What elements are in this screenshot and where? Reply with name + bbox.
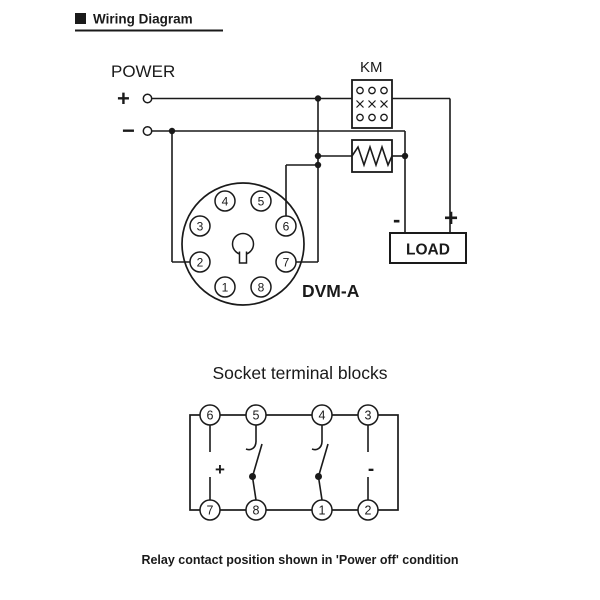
contact-pivot-dot	[315, 473, 322, 480]
junction-dot	[314, 161, 322, 169]
terminal-4: 4	[311, 404, 333, 426]
octal-socket: 4 5 3 6 2 7 1 8 DVM-A	[181, 182, 360, 306]
km-label: KM	[360, 59, 383, 76]
socket-pin-3: 3	[189, 215, 211, 237]
power-minus-terminal	[142, 126, 153, 136]
km-contactor: KM	[351, 59, 393, 173]
power-supply: POWER + −	[111, 62, 175, 143]
junction-dot	[401, 152, 409, 160]
svg-text:2: 2	[197, 256, 204, 270]
contact-pivot-dot	[249, 473, 256, 480]
km-coil-box	[351, 139, 393, 173]
km-contact-column	[380, 86, 388, 122]
junction-dot	[314, 95, 322, 102]
junction-dot	[168, 127, 176, 135]
svg-text:8: 8	[258, 281, 265, 295]
svg-text:4: 4	[319, 409, 326, 423]
svg-text:3: 3	[365, 409, 372, 423]
svg-text:1: 1	[319, 504, 326, 518]
svg-text:7: 7	[283, 256, 290, 270]
svg-text:6: 6	[283, 220, 290, 234]
svg-text:7: 7	[207, 504, 214, 518]
km-contact-column	[368, 86, 376, 122]
block-plus-sign: +	[215, 460, 225, 479]
socket-terminal-blocks: Socket terminal blocks + - 6 5	[141, 363, 458, 567]
power-label: POWER	[111, 62, 175, 81]
km-contact-column	[356, 86, 364, 122]
load: - + LOAD	[389, 205, 467, 264]
relay-contact-arm	[251, 443, 263, 477]
block-minus-sign: -	[368, 459, 374, 480]
svg-text:3: 3	[197, 220, 204, 234]
device-label: DVM-A	[302, 281, 360, 301]
terminal-blocks-title: Socket terminal blocks	[212, 363, 387, 383]
terminal-6: 6	[199, 404, 221, 426]
terminal-5: 5	[245, 404, 267, 426]
svg-text:2: 2	[365, 504, 372, 518]
socket-pin-1: 1	[214, 276, 236, 298]
terminal-block-outline	[189, 414, 399, 511]
junction-dot	[314, 152, 322, 160]
terminal-7: 7	[199, 499, 221, 521]
socket-pin-4: 4	[214, 190, 236, 212]
power-plus-terminal	[142, 93, 153, 104]
terminal-3: 3	[357, 404, 379, 426]
load-label: LOAD	[406, 242, 450, 259]
socket-pin-8: 8	[250, 276, 272, 298]
socket-pin-2: 2	[189, 251, 211, 273]
page-title: Wiring Diagram	[93, 12, 193, 27]
square-bullet-icon	[75, 13, 86, 24]
terminal-2: 2	[357, 499, 379, 521]
load-box	[389, 232, 467, 264]
socket-outline	[181, 182, 305, 306]
svg-text:1: 1	[222, 281, 229, 295]
km-coil-zigzag	[351, 144, 393, 168]
relay-contact-arm	[317, 443, 329, 477]
svg-text:8: 8	[253, 504, 260, 518]
svg-text:6: 6	[207, 409, 214, 423]
terminal-block-contacts: + -	[209, 425, 374, 501]
power-plus-sign: +	[117, 86, 130, 111]
power-minus-sign: −	[122, 118, 135, 143]
socket-pin-7: 7	[275, 251, 297, 273]
svg-text:5: 5	[258, 195, 265, 209]
socket-pin-5: 5	[250, 190, 272, 212]
socket-keyway	[231, 232, 255, 264]
terminal-1: 1	[311, 499, 333, 521]
load-plus-sign: +	[444, 205, 458, 232]
terminal-8: 8	[245, 499, 267, 521]
fixed-contact-hook	[311, 441, 323, 451]
svg-text:4: 4	[222, 195, 229, 209]
section-header: Wiring Diagram	[75, 12, 223, 32]
fixed-contact-hook	[245, 441, 257, 451]
caption: Relay contact position shown in 'Power o…	[141, 553, 458, 567]
circuit-wires	[151, 95, 451, 263]
load-minus-sign: -	[393, 207, 400, 232]
socket-pin-6: 6	[275, 215, 297, 237]
svg-text:5: 5	[253, 409, 260, 423]
